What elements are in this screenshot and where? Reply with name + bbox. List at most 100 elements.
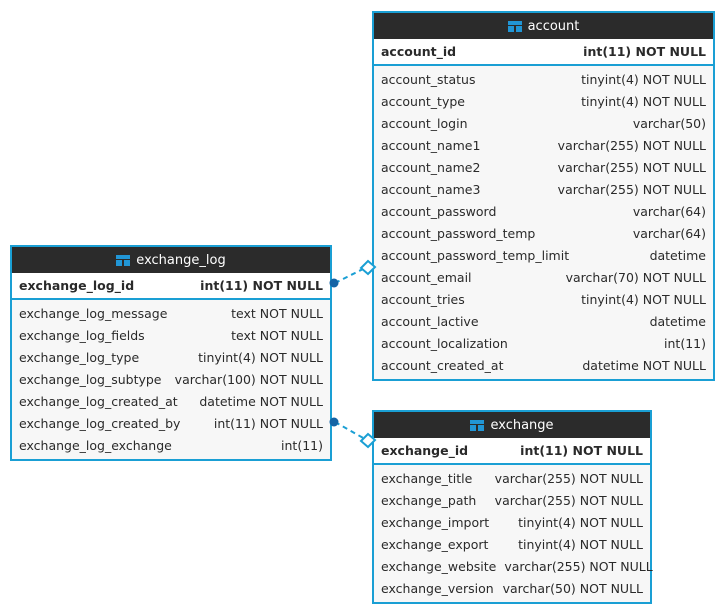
er-column-row[interactable]: account_tries tinyint(4) NOT NULL (374, 288, 713, 310)
column-type: varchar(255) NOT NULL (557, 181, 706, 197)
er-column-row[interactable]: exchange_log_created_by int(11) NOT NULL (12, 412, 330, 434)
er-table-header-account[interactable]: account (374, 13, 713, 39)
column-type: int(11) NOT NULL (213, 415, 323, 431)
er-table-header-exchange[interactable]: exchange (374, 412, 650, 438)
er-column-row[interactable]: exchange_version varchar(50) NOT NULL (374, 577, 650, 599)
column-type: tinyint(4) NOT NULL (518, 514, 643, 530)
column-name: account_localization (381, 335, 508, 351)
table-icon (507, 20, 522, 32)
column-type: text NOT NULL (231, 327, 323, 343)
er-column-row[interactable]: account_status tinyint(4) NOT NULL (374, 68, 713, 90)
relationship-endpoint-dot (329, 278, 339, 288)
column-name: account_id (381, 44, 457, 59)
column-type: varchar(50) NOT NULL (502, 580, 643, 596)
column-name: account_password_temp_limit (381, 247, 570, 263)
relationship-line (334, 421, 366, 440)
er-column-row[interactable]: exchange_export tinyint(4) NOT NULL (374, 533, 650, 555)
er-column-row[interactable]: account_created_at datetime NOT NULL (374, 354, 713, 376)
relationship-connector-exchange-log-account[interactable] (325, 256, 381, 298)
er-column-row[interactable]: exchange_log_exchange int(11) (12, 434, 330, 456)
er-table-header-exchange-log[interactable]: exchange_log (12, 247, 330, 273)
er-column-row[interactable]: account_password_temp_limit datetime (374, 244, 713, 266)
column-type: varchar(255) NOT NULL (557, 159, 706, 175)
er-column-row[interactable]: exchange_path varchar(255) NOT NULL (374, 489, 650, 511)
column-type: int(11) NOT NULL (520, 443, 643, 458)
er-column-row[interactable]: account_lactive datetime (374, 310, 713, 332)
column-name: account_status (381, 71, 476, 87)
er-column-row[interactable]: exchange_log_message text NOT NULL (12, 302, 330, 324)
column-type: tinyint(4) NOT NULL (581, 291, 706, 307)
column-type: varchar(255) NOT NULL (494, 492, 643, 508)
er-table-exchange-log[interactable]: exchange_log exchange_log_id int(11) NOT… (10, 245, 332, 461)
column-name: exchange_log_exchange (19, 437, 172, 453)
column-name: exchange_log_fields (19, 327, 145, 343)
column-type: text NOT NULL (231, 305, 323, 321)
er-column-row[interactable]: exchange_log_fields text NOT NULL (12, 324, 330, 346)
er-table-title: exchange_log (136, 252, 226, 268)
relationship-connector-exchange-log-exchange[interactable] (325, 412, 381, 454)
column-name: account_lactive (381, 313, 479, 329)
relationship-line (334, 267, 366, 284)
column-type: int(11) (281, 437, 323, 453)
column-type: datetime NOT NULL (582, 357, 706, 373)
relationship-endpoint-dot (329, 417, 339, 427)
er-table-title: account (527, 18, 580, 34)
column-type: datetime (649, 313, 706, 329)
column-name: exchange_website (381, 558, 497, 574)
er-column-row[interactable]: account_email varchar(70) NOT NULL (374, 266, 713, 288)
er-column-row[interactable]: exchange_website varchar(255) NOT NULL (374, 555, 653, 577)
column-type: tinyint(4) NOT NULL (518, 536, 643, 552)
column-name: account_tries (381, 291, 465, 307)
column-name: account_type (381, 93, 465, 109)
column-name: exchange_import (381, 514, 490, 530)
column-type: varchar(64) (632, 203, 706, 219)
er-column-row[interactable]: account_login varchar(50) (374, 112, 713, 134)
column-name: account_created_at (381, 357, 504, 373)
er-column-list: account_status tinyint(4) NOT NULL accoun… (374, 66, 713, 379)
column-type: varchar(255) NOT NULL (494, 470, 643, 486)
column-name: account_login (381, 115, 468, 131)
er-column-row[interactable]: exchange_import tinyint(4) NOT NULL (374, 511, 650, 533)
er-primary-key-row[interactable]: exchange_id int(11) NOT NULL (374, 438, 650, 465)
column-name: exchange_export (381, 536, 489, 552)
column-name: exchange_version (381, 580, 494, 596)
er-column-row[interactable]: account_type tinyint(4) NOT NULL (374, 90, 713, 112)
er-column-row[interactable]: exchange_log_type tinyint(4) NOT NULL (12, 346, 330, 368)
column-type: varchar(50) (632, 115, 706, 131)
er-column-list: exchange_title varchar(255) NOT NULL exch… (374, 465, 653, 602)
table-icon (116, 254, 131, 266)
er-primary-key-row[interactable]: exchange_log_id int(11) NOT NULL (12, 273, 330, 300)
table-icon (470, 419, 485, 431)
column-type: tinyint(4) NOT NULL (581, 93, 706, 109)
column-name: exchange_log_message (19, 305, 168, 321)
column-type: varchar(100) NOT NULL (174, 371, 323, 387)
column-type: tinyint(4) NOT NULL (581, 71, 706, 87)
column-type: int(11) NOT NULL (583, 44, 706, 59)
column-type: varchar(70) NOT NULL (565, 269, 706, 285)
column-type: datetime (649, 247, 706, 263)
er-table-exchange[interactable]: exchange exchange_id int(11) NOT NULL ex… (372, 410, 653, 604)
column-type: varchar(255) NOT NULL (504, 558, 653, 574)
er-column-row[interactable]: exchange_title varchar(255) NOT NULL (374, 467, 650, 489)
column-name: exchange_log_created_by (19, 415, 181, 431)
column-name: account_password_temp (381, 225, 536, 241)
column-name: exchange_title (381, 470, 473, 486)
column-name: exchange_path (381, 492, 477, 508)
column-name: exchange_log_type (19, 349, 140, 365)
er-table-title: exchange (490, 417, 554, 433)
er-primary-key-row[interactable]: account_id int(11) NOT NULL (374, 39, 713, 66)
column-name: account_email (381, 269, 472, 285)
er-table-account[interactable]: account account_id int(11) NOT NULL acco… (372, 11, 715, 381)
column-name: exchange_log_created_at (19, 393, 178, 409)
column-type: tinyint(4) NOT NULL (198, 349, 323, 365)
